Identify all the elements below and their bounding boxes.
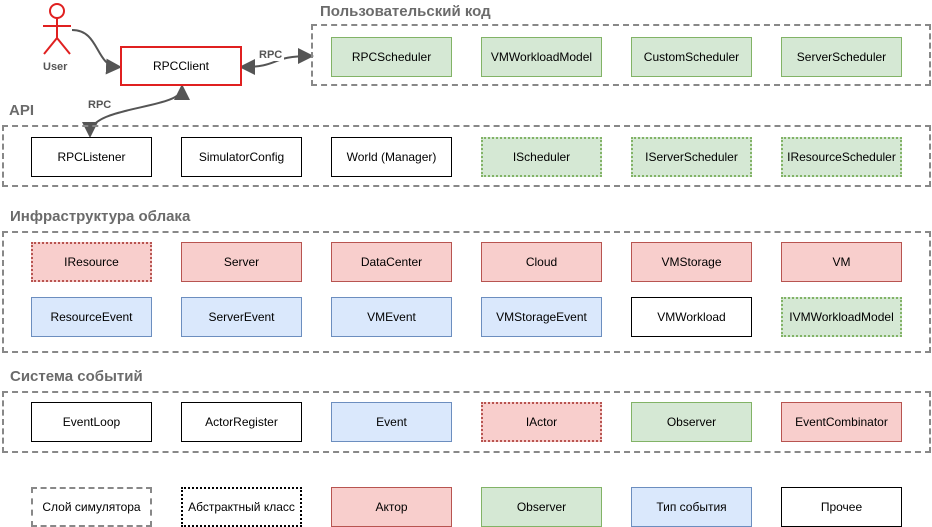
user-icon — [43, 3, 71, 55]
box-iresourcescheduler: IResourceScheduler — [781, 137, 902, 177]
box-eventloop: EventLoop — [31, 402, 152, 442]
rpc-label-top: RPC — [257, 49, 285, 61]
box-rpcscheduler: RPCScheduler — [331, 37, 452, 77]
box-server: Server — [181, 242, 302, 282]
layer-infra — [2, 231, 931, 353]
box-rpclistener: RPCListener — [31, 137, 152, 177]
box-vmstorageevent: VMStorageEvent — [481, 297, 602, 337]
box-datacenter: DataCenter — [331, 242, 452, 282]
layer-user-code — [311, 24, 931, 86]
section-title-infra: Инфраструктура облака — [10, 208, 191, 225]
section-title-events: Система событий — [10, 368, 143, 385]
legend-event-type: Тип события — [631, 487, 752, 527]
legend-simulator-layer: Слой симулятора — [31, 487, 152, 527]
box-cloud: Cloud — [481, 242, 602, 282]
box-ischeduler: IScheduler — [481, 137, 602, 177]
legend-other: Прочее — [781, 487, 902, 527]
legend-observer: Observer — [481, 487, 602, 527]
box-eventcombinator: EventCombinator — [781, 402, 902, 442]
box-serverevent: ServerEvent — [181, 297, 302, 337]
user-to-client-arrow — [71, 29, 122, 75]
box-customscheduler: CustomScheduler — [631, 37, 752, 77]
box-iresource: IResource — [31, 242, 152, 282]
box-event: Event — [331, 402, 452, 442]
box-world-manager: World (Manager) — [331, 137, 452, 177]
box-observer: Observer — [631, 402, 752, 442]
box-vmstorage: VMStorage — [631, 242, 752, 282]
box-actorregister: ActorRegister — [181, 402, 302, 442]
box-vmevent: VMEvent — [331, 297, 452, 337]
section-title-api: API — [9, 102, 35, 119]
box-resourceevent: ResourceEvent — [31, 297, 152, 337]
rpc-label-left: RPC — [86, 99, 114, 111]
section-title-user-code: Пользовательский код — [320, 3, 491, 20]
layer-events — [2, 391, 931, 453]
box-vmworkload: VMWorkload — [631, 297, 752, 337]
legend-abstract-class: Абстрактный класс — [181, 487, 302, 527]
box-vm: VM — [781, 242, 902, 282]
box-simulatorconfig: SimulatorConfig — [181, 137, 302, 177]
box-serverscheduler: ServerScheduler — [781, 37, 902, 77]
box-iactor: IActor — [481, 402, 602, 442]
box-iserverscheduler: IServerScheduler — [631, 137, 752, 177]
rpc-client-box: RPCClient — [120, 46, 242, 86]
box-vmworkloadmodel: VMWorkloadModel — [481, 37, 602, 77]
user-label: User — [43, 61, 68, 73]
client-to-usercode-arrow — [239, 48, 314, 75]
layer-api — [2, 125, 931, 187]
legend-actor: Актор — [331, 487, 452, 527]
box-ivmworkloadmodel: IVMWorkloadModel — [781, 297, 902, 337]
